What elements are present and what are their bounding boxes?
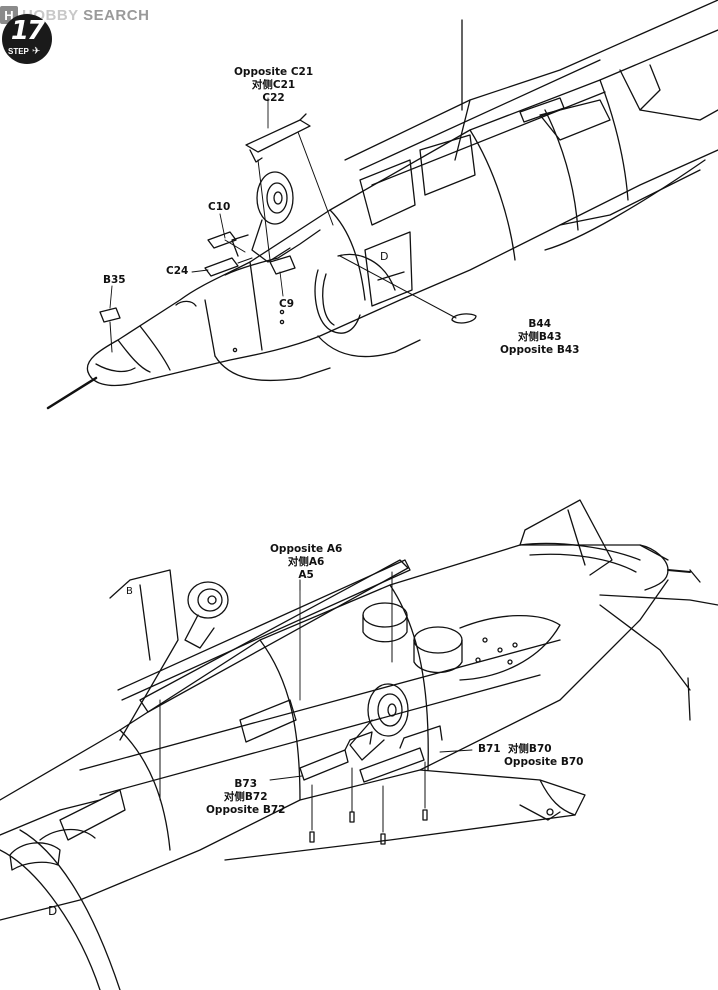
callout-b73-group: B73 对侧B72 Opposite B72 [206, 778, 285, 817]
fuselage-mark-top: D [380, 250, 389, 263]
callout-c9: C9 [279, 298, 295, 310]
part-c24 [204, 257, 253, 277]
watermark-search: SEARCH [83, 6, 150, 24]
callout-c10: C10 [208, 201, 231, 213]
airplane-icon: ✈ [32, 46, 41, 57]
callout-a6-cn: 对侧A6 [287, 556, 325, 568]
callout-b72-en: Opposite B72 [206, 804, 286, 816]
callout-b35: B35 [103, 274, 126, 286]
bottom-fuselage [0, 499, 718, 990]
callout-b70-cn: 对侧B70 [507, 743, 552, 755]
callout-b73: B73 [234, 778, 258, 790]
callout-c24: C24 [166, 265, 189, 277]
fuselage-mark-bottom: D [48, 904, 58, 918]
main-wheel-top [231, 171, 294, 263]
screws [309, 809, 428, 845]
callout-b43-cn: 对侧B43 [517, 331, 562, 343]
part-b71 [359, 725, 443, 833]
callout-c22: C22 [262, 92, 285, 104]
callout-c21-en: Opposite C21 [234, 66, 314, 78]
step-badge: 17 STEP ✈ [2, 14, 52, 64]
part-b35 [99, 307, 121, 353]
callout-b71-line: B71 对侧B70 [478, 743, 583, 756]
callout-b71: B71 [478, 743, 501, 755]
part-c22 [245, 113, 334, 261]
callout-b71-group: B71 对侧B70 Opposite B70 [478, 743, 583, 769]
callout-b44: B44 [528, 318, 552, 330]
main-wheel-bottom [184, 581, 409, 761]
leader-lines [109, 97, 473, 781]
part-a5 [139, 559, 409, 801]
top-fuselage [46, 0, 718, 410]
callout-b44-group: B44 对侧B43 Opposite B43 [500, 318, 579, 357]
callout-b72-cn: 对侧B72 [223, 791, 268, 803]
part-c9 [269, 255, 296, 275]
callout-b43-en: Opposite B43 [500, 344, 580, 356]
callout-a6-en: Opposite A6 [270, 543, 343, 555]
part-b73 [299, 731, 373, 831]
callout-b70-en: Opposite B70 [504, 756, 584, 768]
part-b44 [339, 255, 477, 324]
hatch-top [519, 97, 565, 123]
part-c10 [207, 231, 246, 253]
fuselage-mark-tail: B [126, 586, 133, 597]
callout-a5: A5 [298, 569, 314, 581]
callout-c21-cn: 对侧C21 [251, 79, 296, 91]
callout-a6-group: Opposite A6 对侧A6 A5 [270, 543, 342, 582]
step-number: 17 [10, 16, 45, 46]
step-label: STEP [8, 47, 29, 56]
callout-c21-group: Opposite C21 对侧C21 C22 [234, 66, 313, 105]
